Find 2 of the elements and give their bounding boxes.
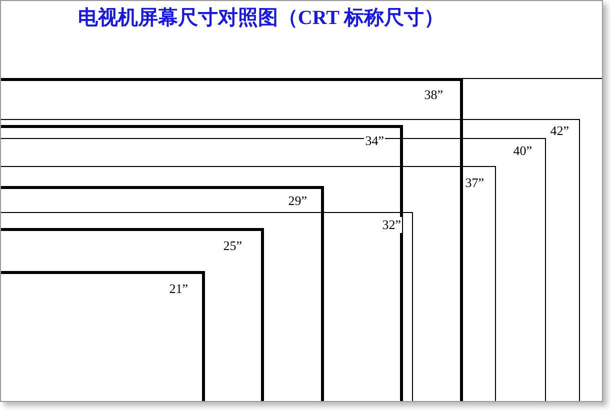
size-label: 32” — [381, 217, 402, 233]
chart-title: 电视机屏幕尺寸对照图（CRT 标称尺寸） — [76, 6, 446, 31]
